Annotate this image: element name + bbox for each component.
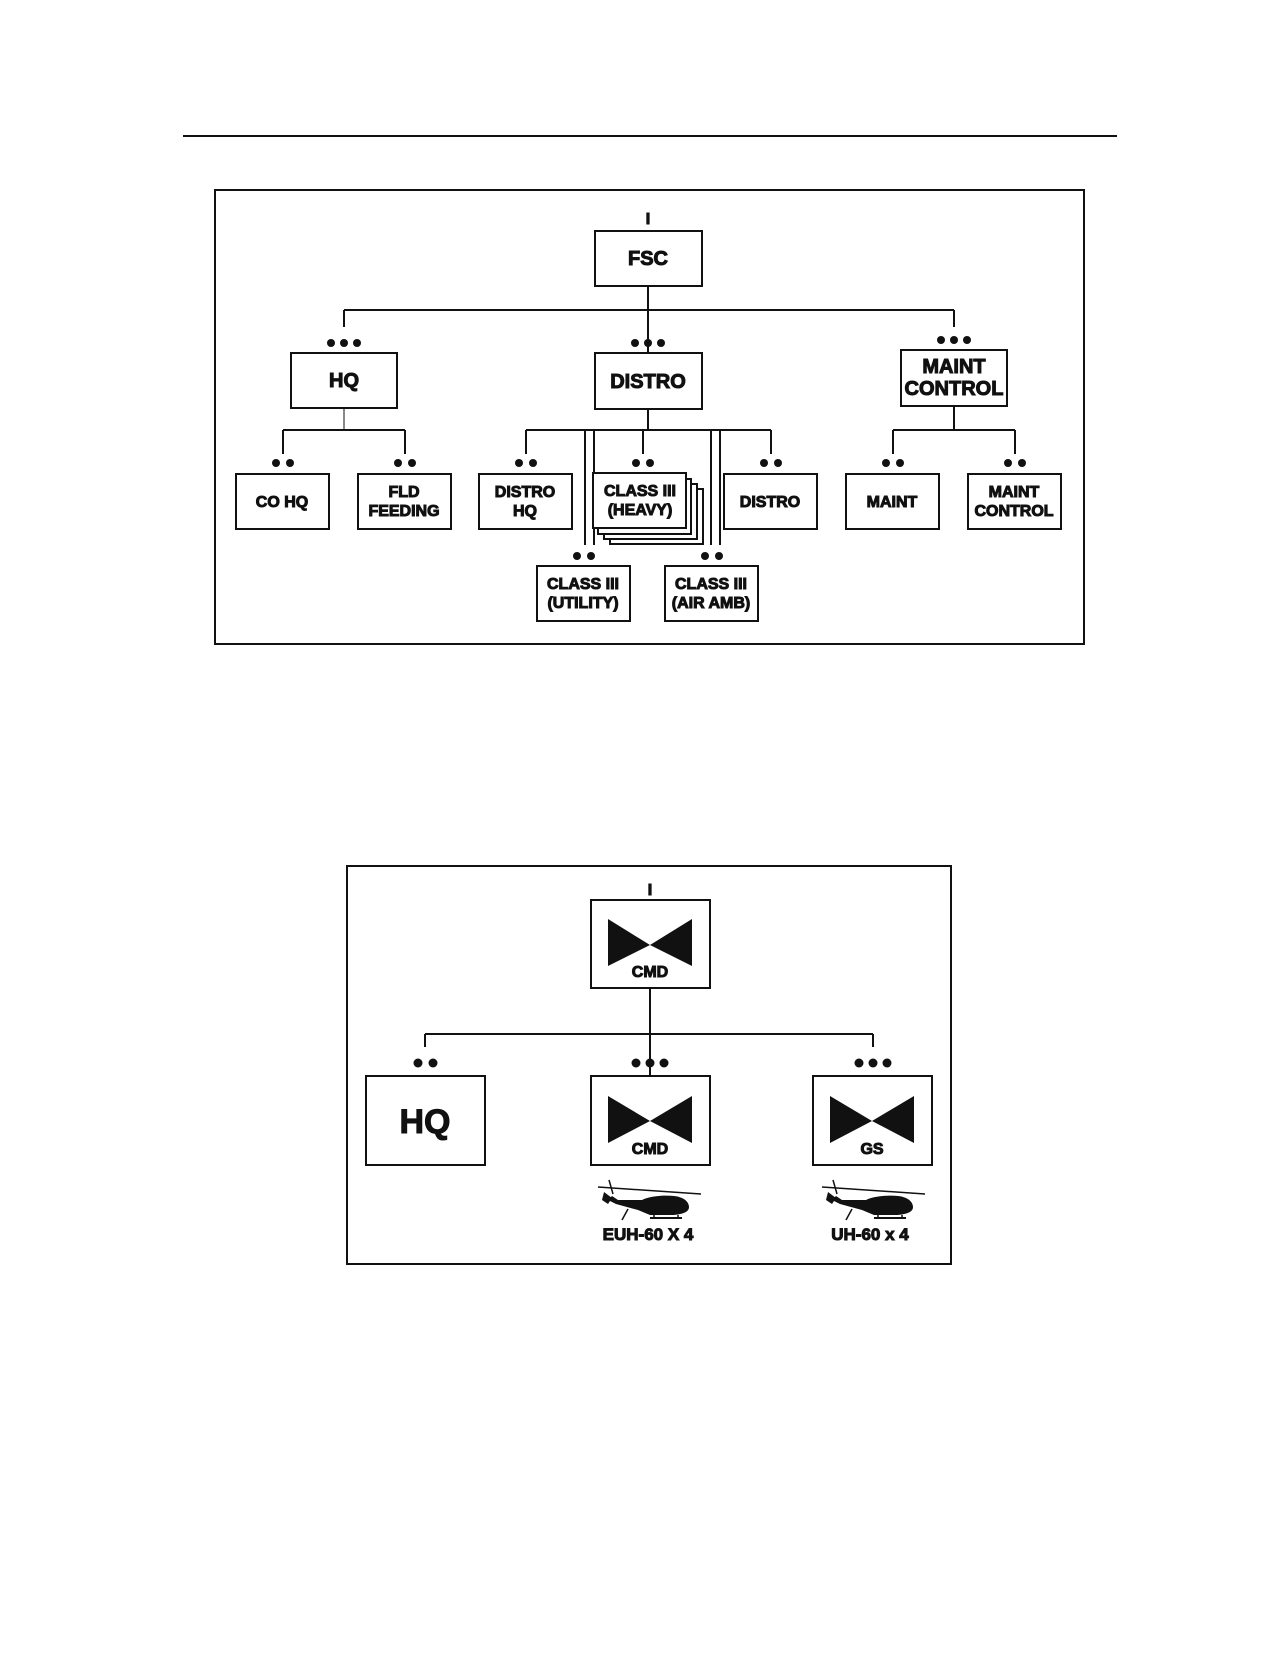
fsc-distro-hq-box: DISTRO HQ <box>478 473 573 530</box>
fsc-distro2-label: DISTRO <box>740 494 800 511</box>
echelon-dots-icon <box>394 459 416 467</box>
fsc-distro-box: DISTRO <box>594 352 703 410</box>
echelon-dots-icon <box>1004 459 1026 467</box>
fsc-distro-hq-label-l2: HQ <box>513 503 537 520</box>
fsc-class3-heavy-label-l1: CLASS III <box>604 483 676 500</box>
fsc-maint-control-box: MAINT CONTROL <box>900 349 1008 407</box>
fsc-maint-control2-box: MAINT CONTROL <box>967 473 1062 530</box>
aviation-hq-box: HQ <box>365 1075 486 1166</box>
aviation-symbol-icon <box>608 1096 692 1143</box>
helicopter-icon <box>821 1179 926 1221</box>
aviation-gs-aircraft-label: UH-60 x 4 <box>831 1225 909 1244</box>
fsc-maint-control2-label-l1: MAINT <box>989 484 1040 501</box>
fsc-class3-airamb-box: CLASS III (AIR AMB) <box>664 565 759 622</box>
fsc-fld-feeding-label-l2: FEEDING <box>368 503 439 520</box>
fsc-maint-label: MAINT <box>867 494 918 511</box>
fsc-fld-feeding-label-l1: FLD <box>388 484 419 501</box>
fsc-distro-label: DISTRO <box>610 371 686 393</box>
echelon-dots-icon <box>760 459 782 467</box>
aviation-symbol-icon <box>830 1096 914 1143</box>
aviation-figure-frame <box>346 865 952 1265</box>
echelon-dots-icon <box>701 552 723 560</box>
aviation-cmd-aircraft-label: EUH-60 X 4 <box>603 1225 694 1244</box>
echelon-dots-icon <box>327 339 361 347</box>
aviation-cmd-box: CMD <box>590 1075 711 1166</box>
echelon-dots-icon <box>937 336 971 344</box>
echelon-dots-icon <box>631 339 665 347</box>
fsc-org-chart: I FSC <box>214 189 1085 645</box>
fsc-class3-airamb-label-l1: CLASS III <box>675 576 747 593</box>
fsc-class3-heavy-label-l2: (HEAVY) <box>608 502 673 519</box>
aviation-gs-label: GS <box>860 1141 883 1158</box>
fsc-distro2-box: DISTRO <box>723 473 818 530</box>
echelon-dots-icon <box>573 552 595 560</box>
fsc-connectors <box>282 286 1016 545</box>
echelon-dots-icon <box>272 459 294 467</box>
fsc-class3-utility-label-l2: (UTILITY) <box>547 595 618 612</box>
fsc-co-hq-box: CO HQ <box>235 473 330 530</box>
echelon-dots-icon <box>632 459 654 467</box>
fsc-class3-utility-label-l1: CLASS III <box>547 576 619 593</box>
fsc-hq-box: HQ <box>290 352 398 409</box>
aviation-hq-label: HQ <box>400 1103 451 1141</box>
fsc-class3-airamb-label-l2: (AIR AMB) <box>672 595 751 612</box>
fsc-maint-control-label-l1: MAINT <box>922 356 985 378</box>
aviation-cmd-label: CMD <box>632 1141 668 1158</box>
fsc-hq-label: HQ <box>329 370 359 392</box>
fsc-root-box: FSC <box>594 230 703 287</box>
fsc-maint-box: MAINT <box>845 473 940 530</box>
echelon-dots-icon <box>413 1058 438 1068</box>
fsc-root-label: FSC <box>628 248 668 270</box>
aviation-root-label: CMD <box>632 964 668 981</box>
fsc-co-hq-label: CO HQ <box>256 494 308 511</box>
fsc-distro-hq-label-l1: DISTRO <box>495 484 555 501</box>
aviation-root-box: CMD <box>590 899 711 989</box>
aviation-symbol-icon <box>608 919 692 966</box>
fsc-figure-frame <box>214 189 1085 645</box>
echelon-dots-icon <box>631 1058 669 1068</box>
echelon-dots-icon <box>882 459 904 467</box>
fsc-echelon-mark: I <box>646 211 650 228</box>
aviation-org-chart: I CMD HQ CMD <box>346 865 952 1265</box>
fsc-fld-feeding-box: FLD FEEDING <box>357 473 452 530</box>
fsc-maint-control-label-l2: CONTROL <box>905 378 1004 400</box>
fsc-class3-heavy-stack: CLASS III (HEAVY) <box>592 472 704 545</box>
fsc-maint-control2-label-l2: CONTROL <box>974 503 1053 520</box>
echelon-dots-icon <box>854 1058 892 1068</box>
helicopter-icon <box>597 1179 702 1221</box>
aviation-gs-box: GS <box>812 1075 933 1166</box>
fsc-class3-utility-box: CLASS III (UTILITY) <box>536 565 631 622</box>
echelon-dots-icon <box>515 459 537 467</box>
aviation-echelon-mark: I <box>648 882 652 899</box>
